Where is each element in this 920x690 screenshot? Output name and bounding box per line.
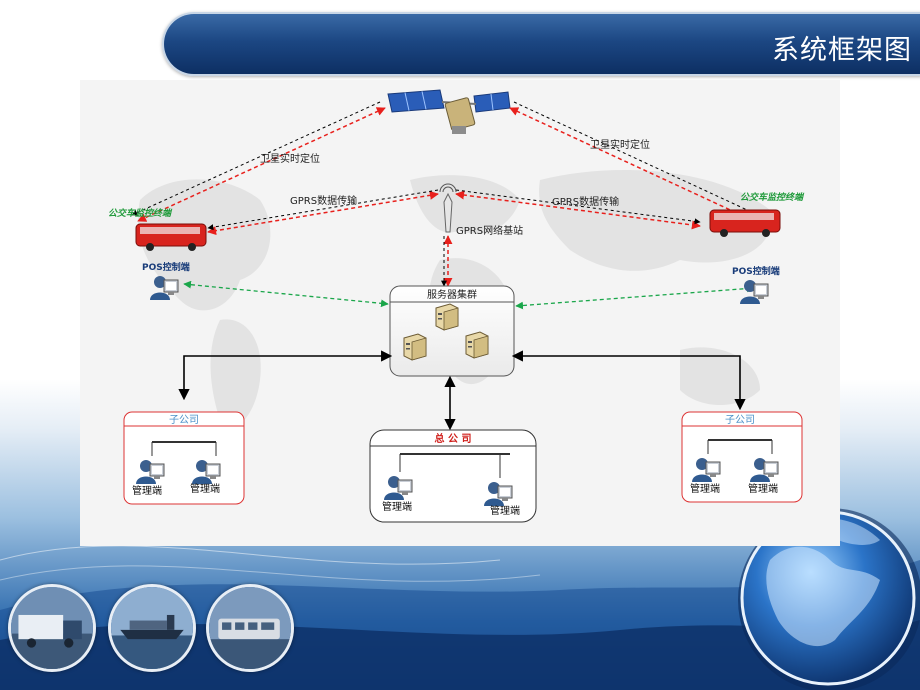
server-icon	[403, 333, 427, 361]
title-bar: 系统框架图	[162, 12, 920, 76]
gprs-label-right: GPRS数据传输	[552, 195, 619, 208]
gprs-link-left	[207, 190, 439, 236]
subsidiary-right-title: 子公司	[725, 414, 755, 426]
subsidiary-right-box: 子公司 管理端 管理端	[681, 411, 803, 503]
gprs-link-left-dark	[207, 189, 439, 231]
satellite-icon	[387, 89, 511, 134]
pos-label-left: POS控制端	[142, 261, 190, 273]
gprs-link-right	[455, 190, 701, 230]
antenna-icon	[439, 183, 457, 233]
bus-label-right: 公交车监控终端	[740, 192, 805, 203]
server-icon	[435, 303, 459, 331]
subsidiary-right-terminal-1: 管理端	[690, 482, 720, 495]
pos-link-left	[183, 280, 389, 308]
satellite-link-left	[137, 107, 386, 222]
pos-label-right: POS控制端	[732, 265, 780, 277]
bus-label-left: 公交车监控终端	[108, 208, 173, 219]
subsidiary-left-title: 子公司	[169, 414, 199, 426]
subsidiary-left-terminal-1: 管理端	[132, 484, 162, 497]
subsidiary-left-box: 子公司 管理端 管理端	[123, 411, 245, 505]
server-to-subsidiary-left-link	[178, 350, 393, 401]
headquarters-terminal-2: 管理端	[490, 504, 520, 517]
base-station-label: GPRS网络基站	[456, 224, 523, 237]
satellite-label-right: 卫星实时定位	[590, 138, 650, 151]
server-cluster-box: 服务器集群	[389, 285, 515, 377]
server-icon	[465, 331, 489, 359]
bus-icon	[135, 223, 207, 251]
headquarters-title: 总 公 司	[435, 432, 472, 445]
subsidiary-right-terminal-2: 管理端	[748, 482, 778, 495]
satellite-label-left: 卫星实时定位	[260, 152, 320, 165]
train-photo	[206, 584, 294, 672]
headquarters-terminal-1: 管理端	[382, 500, 412, 513]
subsidiary-left-terminal-2: 管理端	[190, 482, 220, 495]
server-cluster-label: 服务器集群	[427, 288, 477, 301]
bus-icon	[709, 209, 781, 237]
slide-title: 系统框架图	[772, 35, 912, 66]
pos-link-right	[515, 284, 755, 310]
gprs-label-left: GPRS数据传输	[290, 194, 357, 207]
server-to-subsidiary-right-link	[511, 350, 746, 411]
ship-photo	[108, 584, 196, 672]
truck-photo	[8, 584, 96, 672]
gprs-link-right-dark	[455, 189, 701, 225]
system-architecture-diagram: 卫星实时定位 卫星实时定位 GPRS数据传输 GPRS数据传输 GPRS网络基站…	[80, 80, 840, 546]
satellite-link-right-dark	[513, 101, 759, 216]
headquarters-box: 总 公 司 管理端 管理端	[369, 429, 537, 523]
satellite-link-right	[509, 107, 753, 221]
